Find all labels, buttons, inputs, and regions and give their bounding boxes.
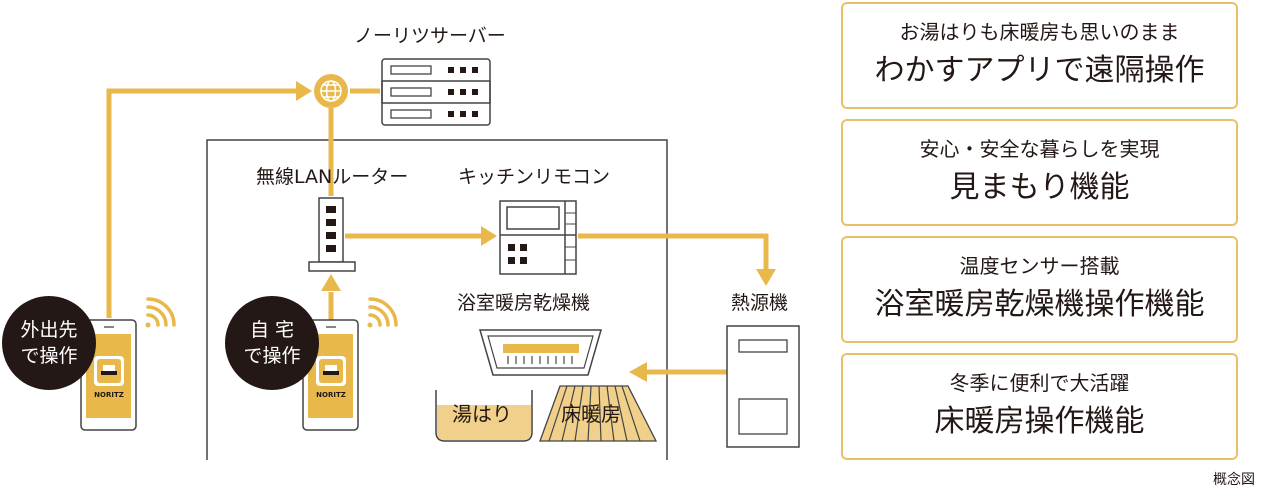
outside-badge-line2: で操作 (20, 345, 78, 367)
globe-icon (314, 74, 348, 108)
heat-source-label: 熱源機 (731, 292, 789, 314)
arrow-to-globe (296, 81, 312, 101)
feature-card-monitoring: 安心・安全な暮らしを実現 見まもり機能 (841, 119, 1238, 226)
line-remote-to-heatsource (578, 233, 769, 269)
heat-source-icon (726, 325, 800, 448)
arrowheads (296, 81, 776, 382)
server-label: ノーリツサーバー (354, 25, 506, 47)
line-phone-to-globe (106, 88, 302, 318)
home-badge-line1: 自 宅 (249, 319, 295, 341)
connection-lines (106, 88, 769, 375)
arrow-to-heatsource (756, 269, 776, 286)
feature-card-subtitle: お湯はりも床暖房も思いのまま (899, 20, 1180, 44)
feature-card-bathroom-dryer: 温度センサー搭載 浴室暖房乾燥機操作機能 (841, 236, 1238, 343)
outside-badge-line1: 外出先 (20, 319, 78, 341)
outside-operation-badge: 外出先 で操作 (2, 296, 96, 390)
wifi-icon-home (367, 297, 398, 328)
floor-heating-label: 床暖房 (561, 402, 621, 426)
feature-card-title: 見まもり機能 (949, 170, 1130, 205)
kitchen-remote-icon (499, 200, 577, 275)
feature-card-subtitle: 冬季に便利で大活躍 (949, 371, 1130, 395)
bathroom-dryer-label: 浴室暖房乾燥機 (457, 292, 591, 314)
arrow-to-dryer (629, 362, 647, 382)
kitchen-remote-label: キッチンリモコン (458, 166, 611, 188)
feature-card-subtitle: 安心・安全な暮らしを実現 (919, 137, 1160, 161)
house-outline (206, 139, 668, 460)
wifi-icon-outside (145, 297, 176, 328)
bath-fill-label: 湯はり (452, 402, 512, 426)
feature-card-remote-app: お湯はりも床暖房も思いのまま わかすアプリで遠隔操作 (841, 2, 1238, 109)
feature-card-title: わかすアプリで遠隔操作 (874, 53, 1205, 88)
floor-heating-icon (539, 385, 658, 442)
concept-diagram-note: 概念図 (1213, 472, 1255, 488)
bathroom-dryer-icon (479, 329, 602, 376)
feature-card-title: 浴室暖房乾燥機操作機能 (874, 287, 1205, 322)
router-icon (308, 197, 356, 272)
arrow-to-remote (481, 226, 497, 246)
bathtub-icon (435, 390, 533, 442)
server-icon (381, 58, 491, 126)
feature-card-subtitle: 温度センサー搭載 (959, 254, 1120, 278)
feature-card-floor-heating: 冬季に便利で大活躍 床暖房操作機能 (841, 353, 1238, 460)
feature-card-title: 床暖房操作機能 (934, 404, 1145, 439)
home-badge-line2: で操作 (243, 345, 301, 367)
home-operation-badge: 自 宅 で操作 (225, 296, 319, 390)
home-phone-brand: NORITZ (316, 391, 346, 399)
arrow-to-router (321, 274, 341, 291)
outside-phone-brand: NORITZ (94, 391, 124, 399)
router-label: 無線LANルーター (256, 166, 409, 188)
concept-diagram: NORITZ NORITZ (80, 58, 800, 460)
